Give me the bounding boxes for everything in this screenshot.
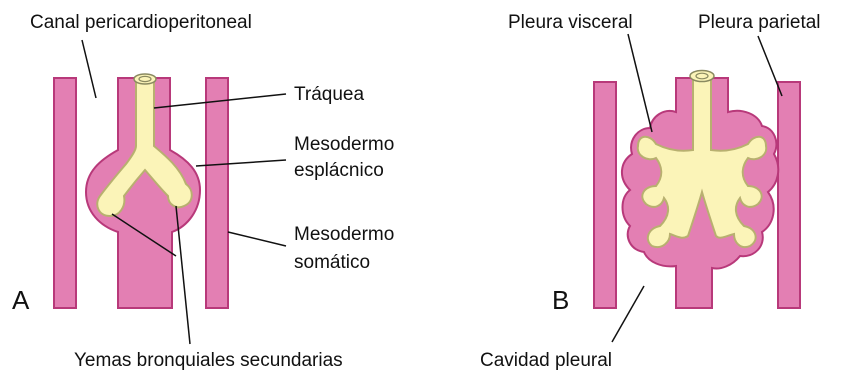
leader-pleura-visceral [627, 33, 653, 133]
leader-yemas-2 [175, 205, 191, 345]
panel-a-drawing [53, 73, 229, 309]
leader-yemas-1 [111, 213, 177, 257]
splanchnic-mesoderm-a [84, 77, 202, 309]
panel-b-drawing [593, 69, 801, 309]
leader-lines-b [611, 33, 783, 343]
leader-mesodermo-esplacnico [195, 159, 287, 167]
label-canal-pericardioperitoneal: Canal pericardioperitoneal [30, 12, 252, 33]
trachea-bronchi-a [96, 79, 193, 218]
label-mesodermo-esplacnico-line2: esplácnico [294, 160, 384, 181]
label-yemas-bronquiales: Yemas bronquiales secundarias [74, 350, 343, 371]
label-pleura-visceral: Pleura visceral [508, 12, 633, 33]
label-cavidad-pleural: Cavidad pleural [480, 350, 613, 371]
label-mesodermo-somatico-line1: Mesodermo [294, 224, 395, 245]
leader-cavidad-pleural [611, 285, 645, 343]
somatic-mesoderm-right-b [777, 81, 801, 309]
label-mesodermo-somatico-line2: somático [294, 252, 371, 273]
trachea-opening-b [689, 69, 715, 83]
trachea-opening-a [133, 73, 157, 85]
bronchial-tree-b [636, 79, 768, 248]
leader-canal [81, 39, 97, 99]
panel-label-a: A [12, 285, 30, 315]
leader-traquea [153, 93, 287, 109]
label-mesodermo-esplacnico-line1: Mesodermo [294, 134, 395, 155]
label-traquea: Tráquea [294, 84, 365, 105]
somatic-mesoderm-left-b [593, 81, 617, 309]
leader-lines-a [81, 39, 287, 345]
label-pleura-parietal: Pleura parietal [698, 12, 821, 33]
leader-mesodermo-somatico [227, 231, 287, 247]
somatic-mesoderm-right-a [205, 77, 229, 309]
leader-pleura-parietal [757, 35, 783, 97]
panel-label-b: B [552, 285, 570, 315]
somatic-mesoderm-left-a [53, 77, 77, 309]
